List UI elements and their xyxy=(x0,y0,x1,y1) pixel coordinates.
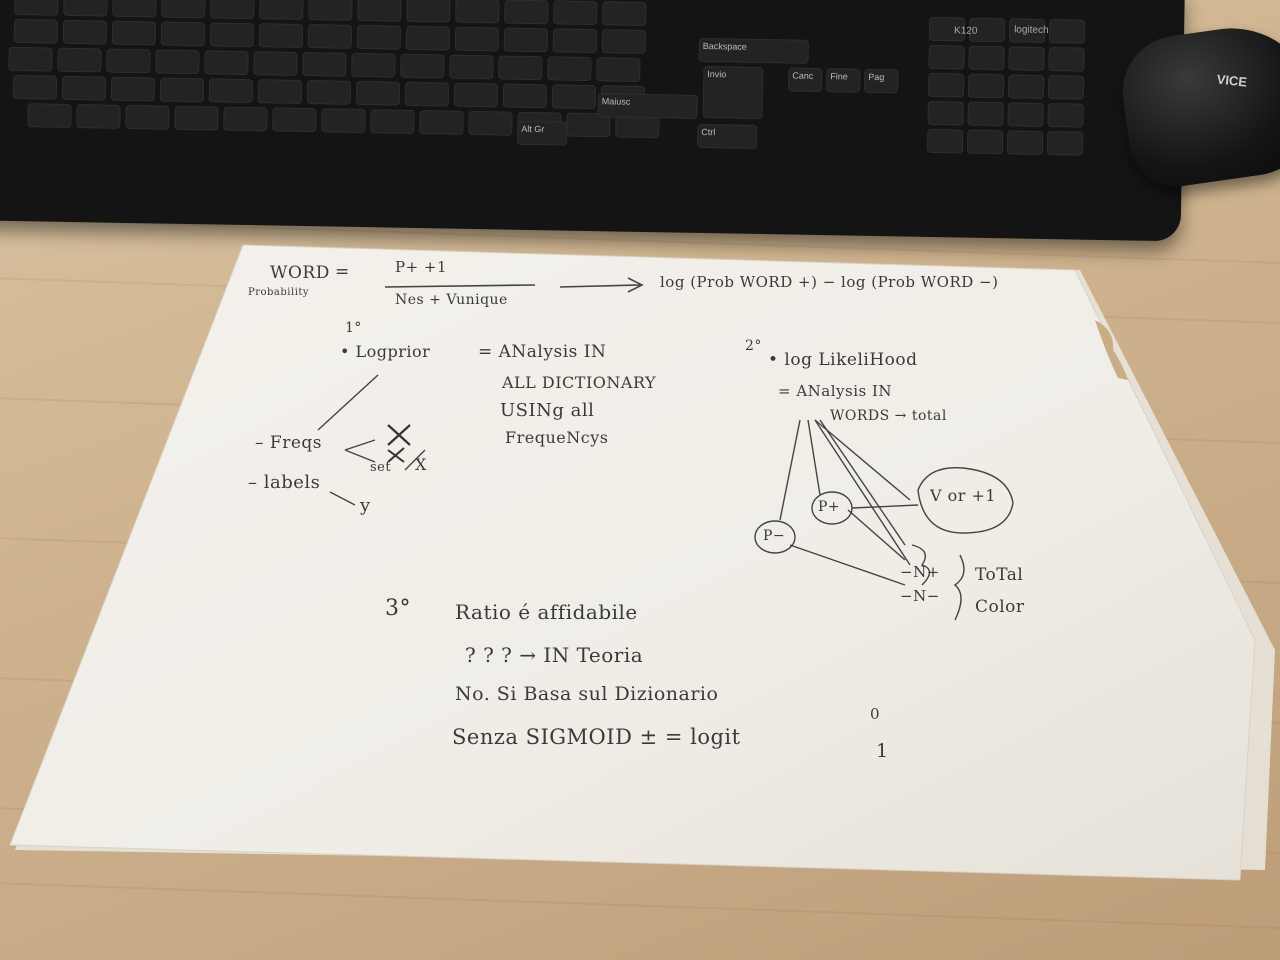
logit-one: 1 xyxy=(876,740,889,762)
node-p-minus: P− xyxy=(763,528,786,544)
total-label: ToTal xyxy=(975,565,1024,585)
n-minus: −N− xyxy=(900,587,940,605)
fraction-denominator: Nes + Vunique xyxy=(395,292,508,308)
log-expression: log (Prob WORD +) − log (Prob WORD −) xyxy=(660,273,999,291)
section1-number: 1° xyxy=(345,320,362,336)
section1-line1: ALL DICTIONARY xyxy=(502,373,657,392)
color-label: Color xyxy=(975,597,1025,617)
section2-number: 2° xyxy=(745,338,762,354)
section2-title: • log LikeliHood xyxy=(768,350,918,370)
probability-label: Probability xyxy=(248,287,310,298)
section3-line1: Ratio é affidabile xyxy=(455,600,638,624)
n-plus: −N+ xyxy=(900,563,940,581)
section3-line3: No. Si Basa sul Dizionario xyxy=(455,683,719,705)
node-v: V or +1 xyxy=(930,486,997,505)
logit-zero: 0 xyxy=(870,705,881,723)
branch-x: X xyxy=(415,455,427,474)
section3-line4: Senza SIGMOID ± = logit xyxy=(452,725,741,749)
section3-line2: ? ? ? → IN Teoria xyxy=(465,643,644,667)
word-label: WORD xyxy=(270,263,330,283)
fraction-numerator: P+ +1 xyxy=(395,258,448,276)
words-total: WORDS → total xyxy=(830,408,947,424)
node-p-plus: P+ xyxy=(818,499,841,515)
section3-number: 3° xyxy=(385,596,411,621)
equals-sign: = xyxy=(335,262,350,282)
section1-title: • Logprior xyxy=(340,342,431,361)
section1-line2: USINg all xyxy=(500,400,595,421)
section1-eq: = ANalysis IN xyxy=(478,342,607,362)
branch-set: set xyxy=(370,460,392,475)
section2-eq: = ANalysis IN xyxy=(778,382,893,400)
branch-freqs: – Freqs xyxy=(255,433,322,453)
section1-line3: FrequeNcys xyxy=(505,428,609,447)
branch-y: y xyxy=(360,495,371,516)
branch-labels: – labels xyxy=(248,472,321,493)
